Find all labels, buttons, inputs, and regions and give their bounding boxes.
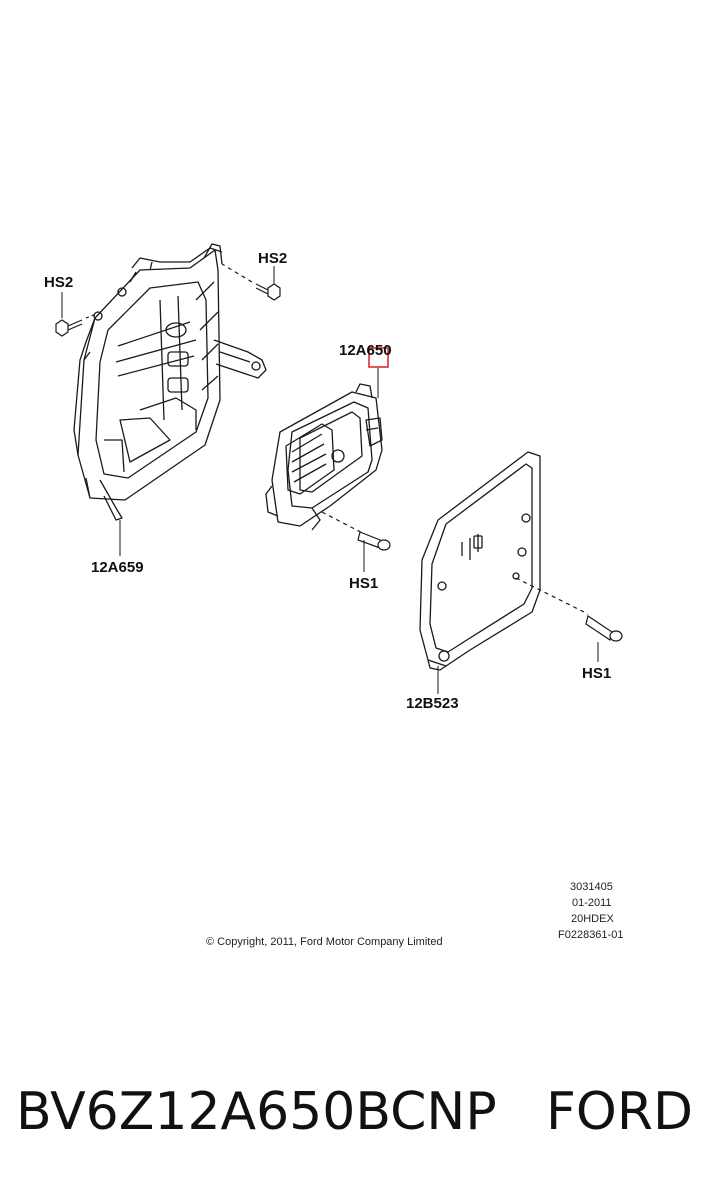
mounting-bracket [74, 244, 266, 520]
reference-line-3: 20HDEX [571, 913, 614, 925]
callout-module: 12A650 [339, 342, 392, 359]
callout-hs1-cover: HS1 [582, 665, 611, 682]
callout-hs1-module: HS1 [349, 575, 378, 592]
control-module [266, 368, 382, 530]
leader-lines [61, 266, 599, 694]
callout-hs2-left: HS2 [44, 274, 73, 291]
reference-line-2: 01-2011 [572, 897, 612, 909]
reference-line-1: 3031405 [570, 881, 613, 893]
copyright-notice: © Copyright, 2011, Ford Motor Company Li… [206, 936, 443, 948]
module-cover [420, 452, 540, 670]
brand-name: FORD [546, 1082, 694, 1142]
callout-cover: 12B523 [406, 695, 459, 712]
reference-line-4: F0228361-01 [558, 929, 623, 941]
screw-hs2-top [222, 264, 280, 300]
screw-hs1-cover [516, 578, 622, 641]
screw-hs1-module [322, 512, 390, 550]
highlight-box [368, 347, 389, 368]
part-number: BV6Z12A650BCNP [16, 1082, 497, 1142]
callout-hs2-top: HS2 [258, 250, 287, 267]
callout-bracket: 12A659 [91, 559, 144, 576]
screw-hs2-left [56, 314, 96, 336]
